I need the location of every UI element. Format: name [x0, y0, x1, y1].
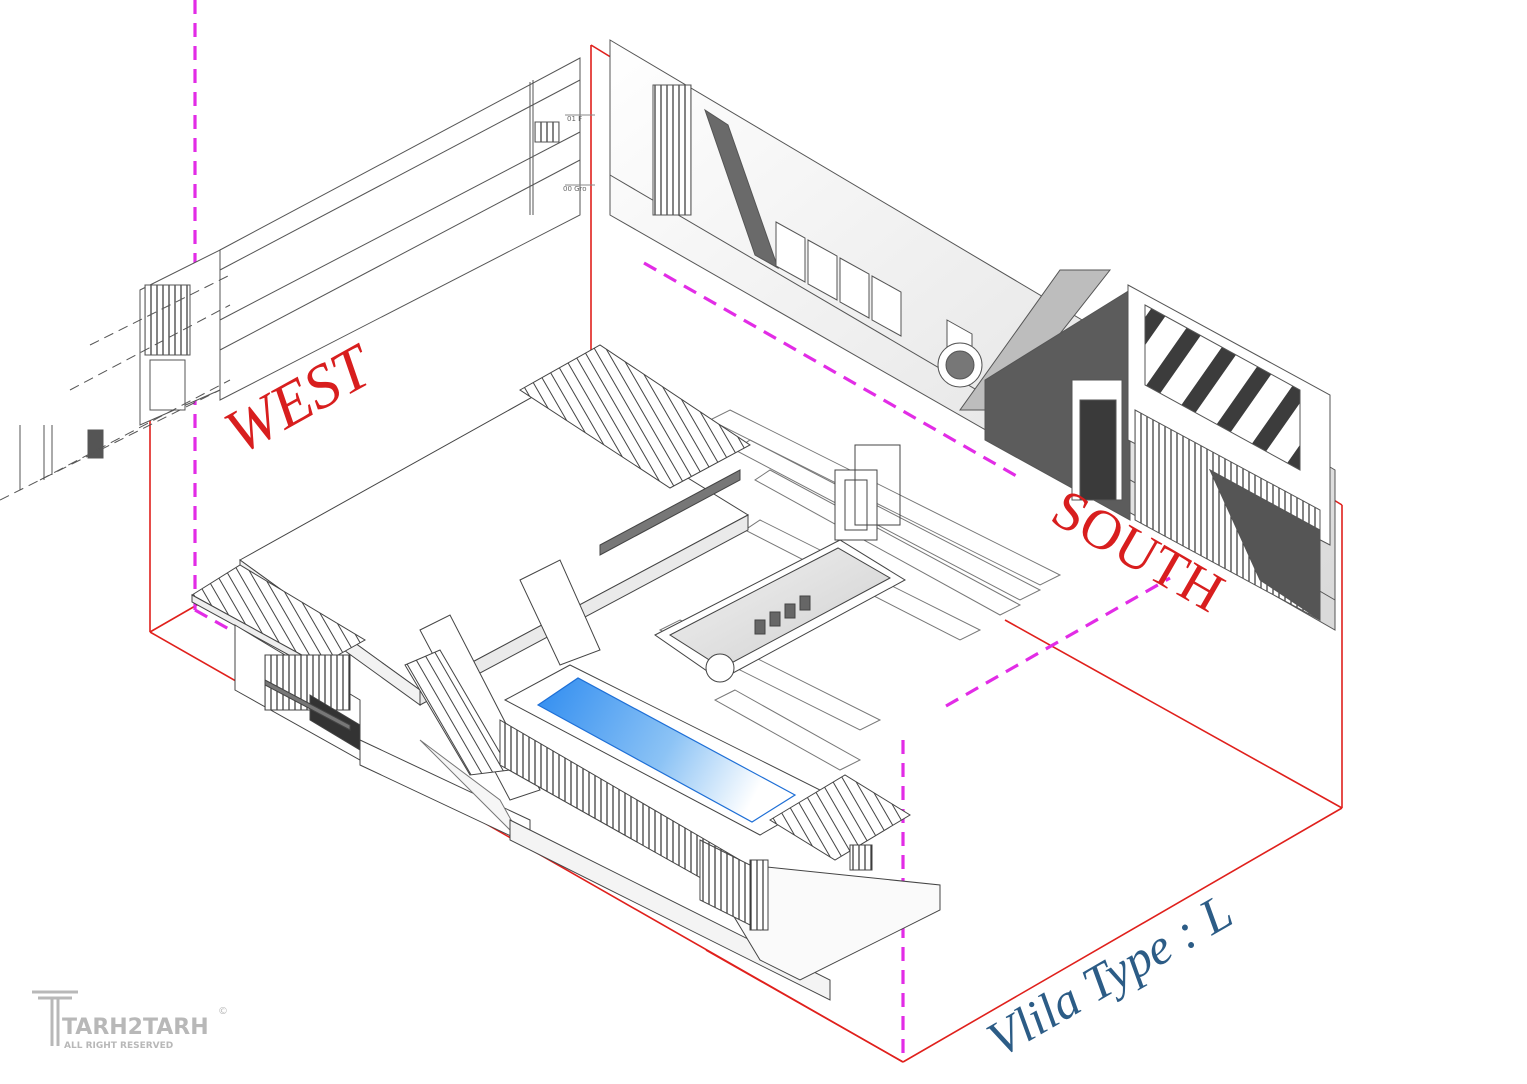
- tarh-logo-icon: [32, 990, 78, 1046]
- label-villa-type: Vlila Type : L: [978, 883, 1242, 1068]
- south-elevation: [609, 39, 1336, 631]
- watermark-rights: ALL RIGHT RESERVED: [64, 1041, 173, 1051]
- watermark-logo: TARH2TARH ALL RIGHT RESERVED ©: [32, 990, 228, 1051]
- watermark-brand: TARH2TARH: [62, 1015, 209, 1040]
- swimming-pool: [536, 677, 797, 823]
- west-elevation: [0, 57, 595, 501]
- lounge-chairs: [754, 595, 811, 635]
- villa-model: [191, 344, 1062, 1001]
- garden-steps: [658, 409, 1062, 771]
- pergola-right: [749, 774, 911, 931]
- pergola-top: [519, 344, 751, 489]
- upper-basin: [668, 547, 892, 669]
- level-tag-00: 00 Gro: [563, 185, 587, 193]
- watermark-copyright: ©: [218, 1006, 228, 1017]
- level-tag-01: 01 F: [567, 115, 582, 123]
